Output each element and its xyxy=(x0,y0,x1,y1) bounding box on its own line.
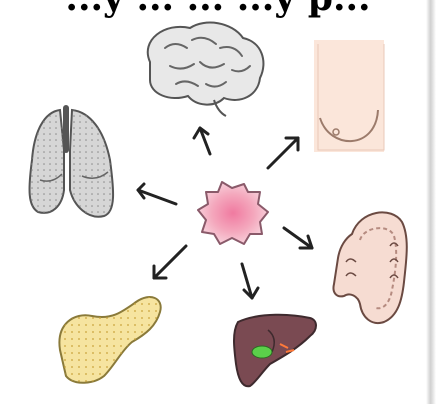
lungs-icon xyxy=(30,108,114,217)
arrow-to-lungs xyxy=(138,184,176,204)
breast-icon xyxy=(314,40,384,152)
tumor-cell-icon xyxy=(198,182,268,244)
arrow-to-colon xyxy=(284,228,312,248)
colon-icon xyxy=(333,212,406,323)
arrow-to-liver xyxy=(242,264,258,298)
brain-icon xyxy=(148,23,264,116)
arrow-to-pancreas xyxy=(154,246,186,278)
pancreas-icon xyxy=(59,297,160,383)
scroll-edge xyxy=(426,0,436,404)
liver-icon xyxy=(234,315,316,387)
arrow-to-breast xyxy=(268,138,298,168)
arrow-to-brain xyxy=(194,128,210,154)
